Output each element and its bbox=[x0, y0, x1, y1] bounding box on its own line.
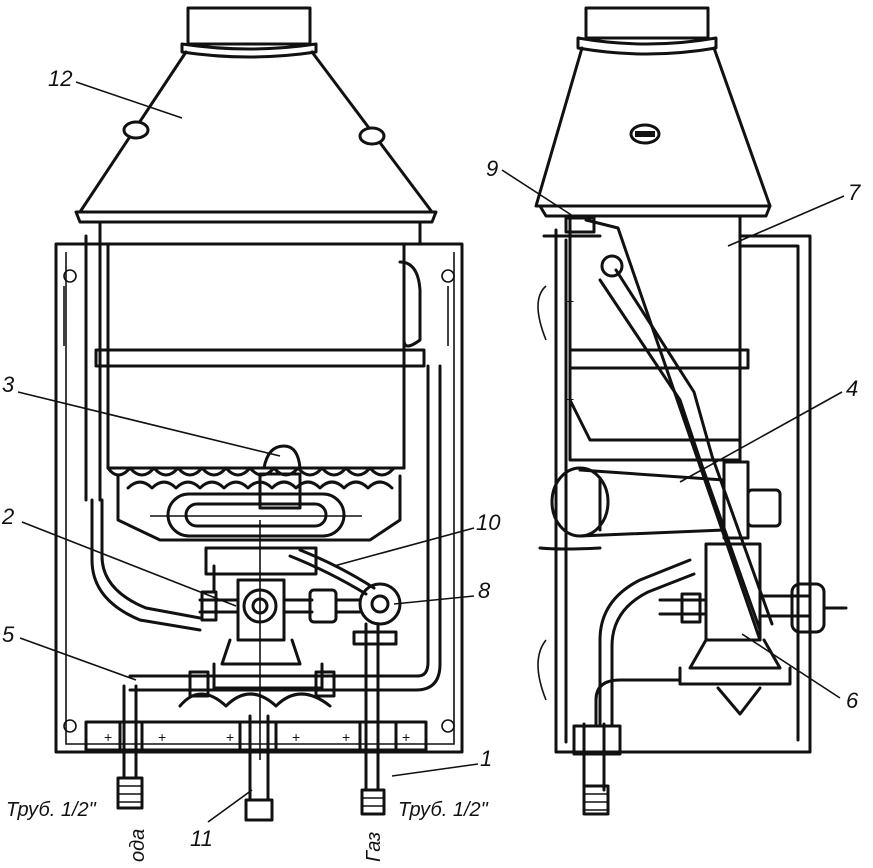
label-8: 8 bbox=[478, 578, 491, 603]
leader-11 bbox=[207, 789, 253, 823]
leader-8 bbox=[393, 595, 475, 605]
label-12: 12 bbox=[48, 66, 72, 91]
leader-10 bbox=[333, 527, 475, 567]
label-2: 2 bbox=[1, 504, 14, 529]
draft-hood-cone bbox=[74, 50, 438, 224]
burner-side bbox=[550, 460, 782, 540]
leader-5 bbox=[19, 637, 137, 681]
leader-1 bbox=[391, 763, 479, 777]
flue-collar-front bbox=[180, 6, 318, 59]
label-9: 9 bbox=[486, 156, 498, 181]
mounting-bar-front: + + + + + + bbox=[84, 720, 428, 752]
captions: Труб. 1/2" Труб. 1/2" ода Газ bbox=[6, 799, 489, 862]
caption-gas: Газ bbox=[363, 832, 385, 862]
mounting-bar-side bbox=[572, 724, 622, 756]
draft-hood-side bbox=[534, 46, 772, 218]
heat-exchanger-front bbox=[84, 220, 426, 502]
label-3: 3 bbox=[2, 372, 15, 397]
leader-7 bbox=[727, 195, 845, 247]
svg-text:+: + bbox=[342, 729, 350, 745]
label-6: 6 bbox=[846, 688, 859, 713]
svg-text:+: + bbox=[402, 729, 410, 745]
svg-text:+: + bbox=[292, 729, 300, 745]
thermocouple-bracket-side bbox=[542, 216, 602, 238]
label-10: 10 bbox=[476, 510, 501, 535]
callout-numbers: 12 3 2 10 8 5 1 11 9 7 4 6 bbox=[1, 66, 861, 851]
pipes-side bbox=[538, 218, 774, 792]
outlet-nipples-front bbox=[116, 776, 386, 822]
svg-text:+: + bbox=[104, 729, 112, 745]
caption-pipe-left: Труб. 1/2" bbox=[6, 799, 97, 821]
svg-text:+: + bbox=[226, 729, 234, 745]
leader-4 bbox=[679, 391, 843, 483]
label-4: 4 bbox=[846, 376, 858, 401]
outlet-nipple-side bbox=[582, 784, 610, 816]
back-panel-side: + + bbox=[537, 228, 802, 754]
svg-text:+: + bbox=[158, 729, 166, 745]
leader-12 bbox=[75, 81, 183, 119]
label-11: 11 bbox=[190, 826, 213, 851]
label-1: 1 bbox=[480, 746, 492, 771]
leader-lines bbox=[17, 81, 845, 823]
front-view: + + + + + + bbox=[54, 6, 464, 822]
svg-text:+: + bbox=[566, 293, 574, 309]
caption-pipe-right: Труб. 1/2" bbox=[398, 799, 489, 821]
leader-2 bbox=[21, 521, 237, 607]
heat-exchanger-side bbox=[568, 214, 812, 754]
leader-9 bbox=[501, 169, 577, 219]
svg-text:+: + bbox=[566, 391, 574, 407]
leader-6 bbox=[741, 633, 841, 699]
side-view: + + bbox=[534, 6, 848, 816]
label-5: 5 bbox=[2, 622, 15, 647]
pipes-front bbox=[90, 364, 442, 802]
burner-front bbox=[116, 472, 402, 542]
caption-water: ода bbox=[127, 829, 149, 862]
label-7: 7 bbox=[848, 180, 861, 205]
leader-3 bbox=[17, 391, 281, 457]
flue-collar-side bbox=[576, 6, 718, 56]
